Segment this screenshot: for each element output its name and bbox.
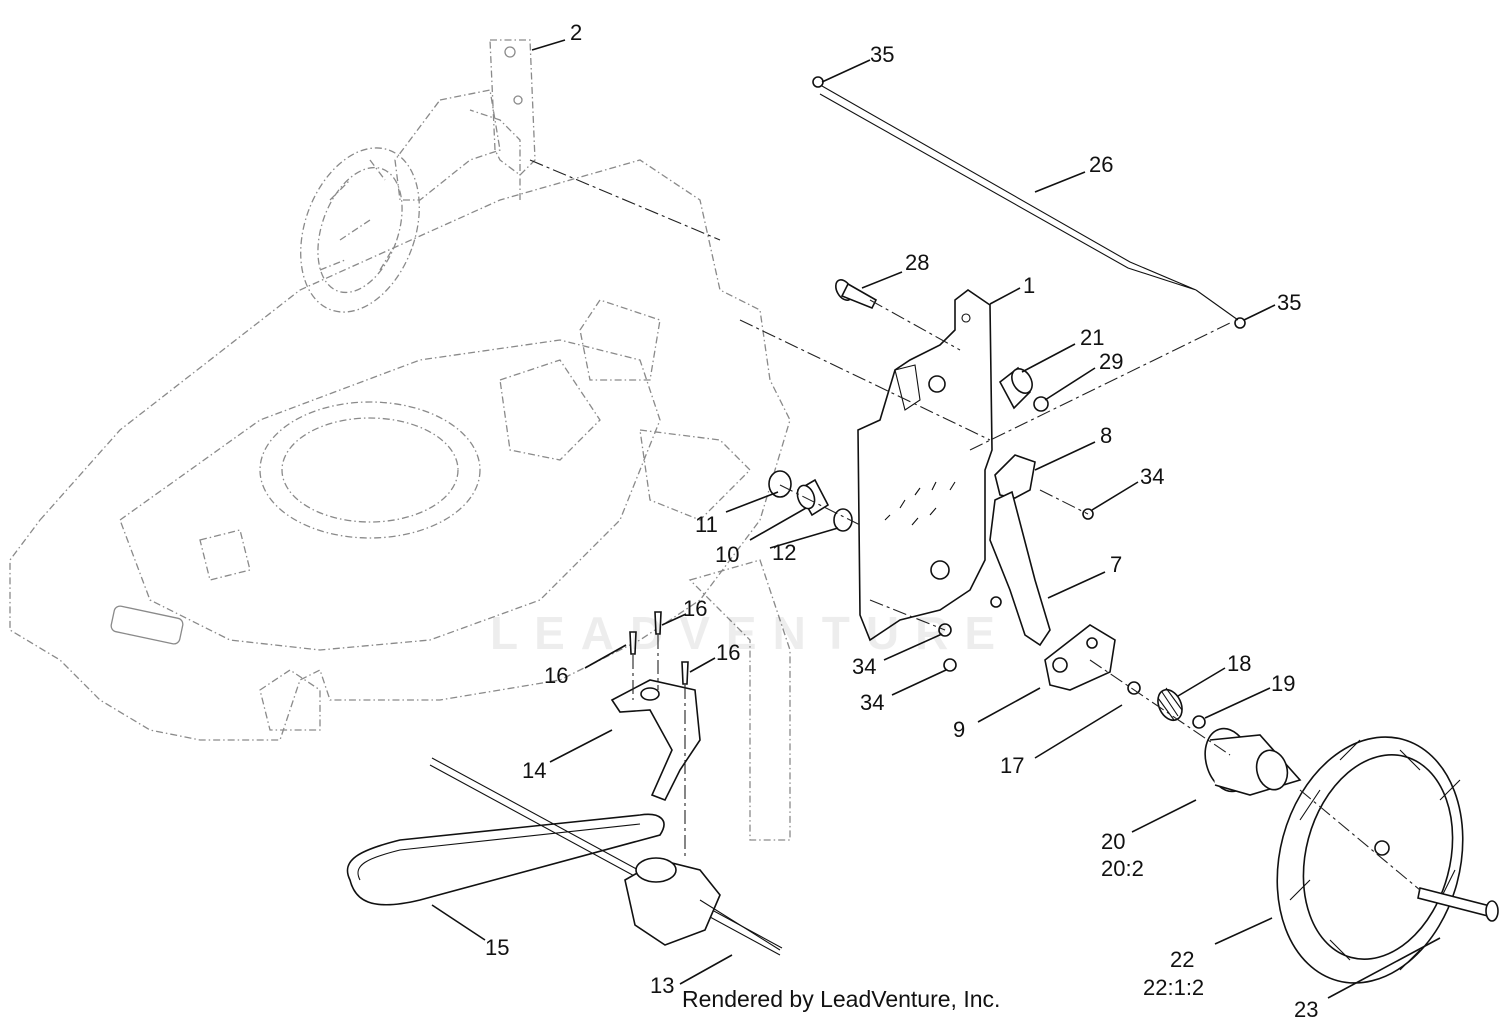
mower-deck-outline [9,109,791,841]
drive-belt-15 [346,813,665,906]
callout-16-c: 16 [716,640,740,665]
bolt-34-lower [938,596,1002,672]
callout-18: 18 [1227,651,1251,676]
spacer-12 [833,508,853,532]
washer-11 [768,470,792,498]
callout-29: 29 [1099,349,1123,374]
assembly-centerlines [529,159,1421,891]
callout-20: 20 [1101,829,1125,854]
callout-13: 13 [650,973,674,998]
callout-34-upper: 34 [1140,464,1164,489]
callout-14: 14 [522,758,546,783]
belt-cover-14 [610,679,701,802]
screw-35-right [1195,289,1246,329]
callout-8: 8 [1100,423,1112,448]
callout-11: 11 [695,512,718,537]
callout-2: 2 [570,20,582,45]
screws-16 [629,611,689,685]
callout-20-qty: 20:2 [1101,856,1144,881]
bushing-10 [796,478,830,517]
rear-wheel-ghost [300,147,420,313]
callout-34-lower: 34 [860,690,884,715]
axle-bolt-23 [1417,887,1499,922]
callout-23: 23 [1294,997,1318,1022]
callout-7: 7 [1110,552,1122,577]
leader-lines [431,39,1441,999]
callout-16-a: 16 [683,596,707,621]
callout-9: 9 [953,717,965,742]
callout-35-top: 35 [870,42,894,67]
handle-bracket-ghost [394,39,536,201]
callout-34-mid: 34 [852,654,876,679]
screw-35-top [812,76,824,88]
callout-12: 12 [772,540,796,565]
callout-22-qty: 22:1:2 [1143,975,1204,1000]
callout-21: 21 [1080,325,1104,350]
callout-19: 19 [1271,671,1295,696]
hub-20 [1204,727,1302,796]
callout-10: 10 [715,542,739,567]
transmission-13 [429,757,783,956]
ring-19 [1192,715,1206,729]
watermark-text: LEADVENTURE [490,607,1012,659]
callout-26: 26 [1089,152,1113,177]
callout-28: 28 [905,250,929,275]
render-credit-footer: Rendered by LeadVenture, Inc. [682,986,1001,1012]
rod-26 [819,85,1197,291]
washer-17 [1127,681,1141,695]
handle-knob-8 [994,454,1036,499]
callout-17: 17 [1000,753,1024,778]
callout-labels: 2 35 26 28 1 35 21 29 8 34 11 10 12 7 16… [485,20,1318,1022]
pivot-bracket-9 [1044,624,1116,691]
callout-16-b: 16 [544,663,568,688]
callout-35-right: 35 [1277,290,1301,315]
nut-29 [1033,396,1049,412]
front-wheel-22 [1276,736,1464,984]
adjust-lever-7 [989,490,1051,647]
height-adjust-plate-1 [857,289,993,642]
gear-18 [1157,687,1183,722]
bolt-28 [835,279,878,310]
callout-22: 22 [1170,947,1194,972]
callout-1: 1 [1023,273,1035,298]
spacer-21 [998,366,1033,410]
callout-15: 15 [485,935,509,960]
